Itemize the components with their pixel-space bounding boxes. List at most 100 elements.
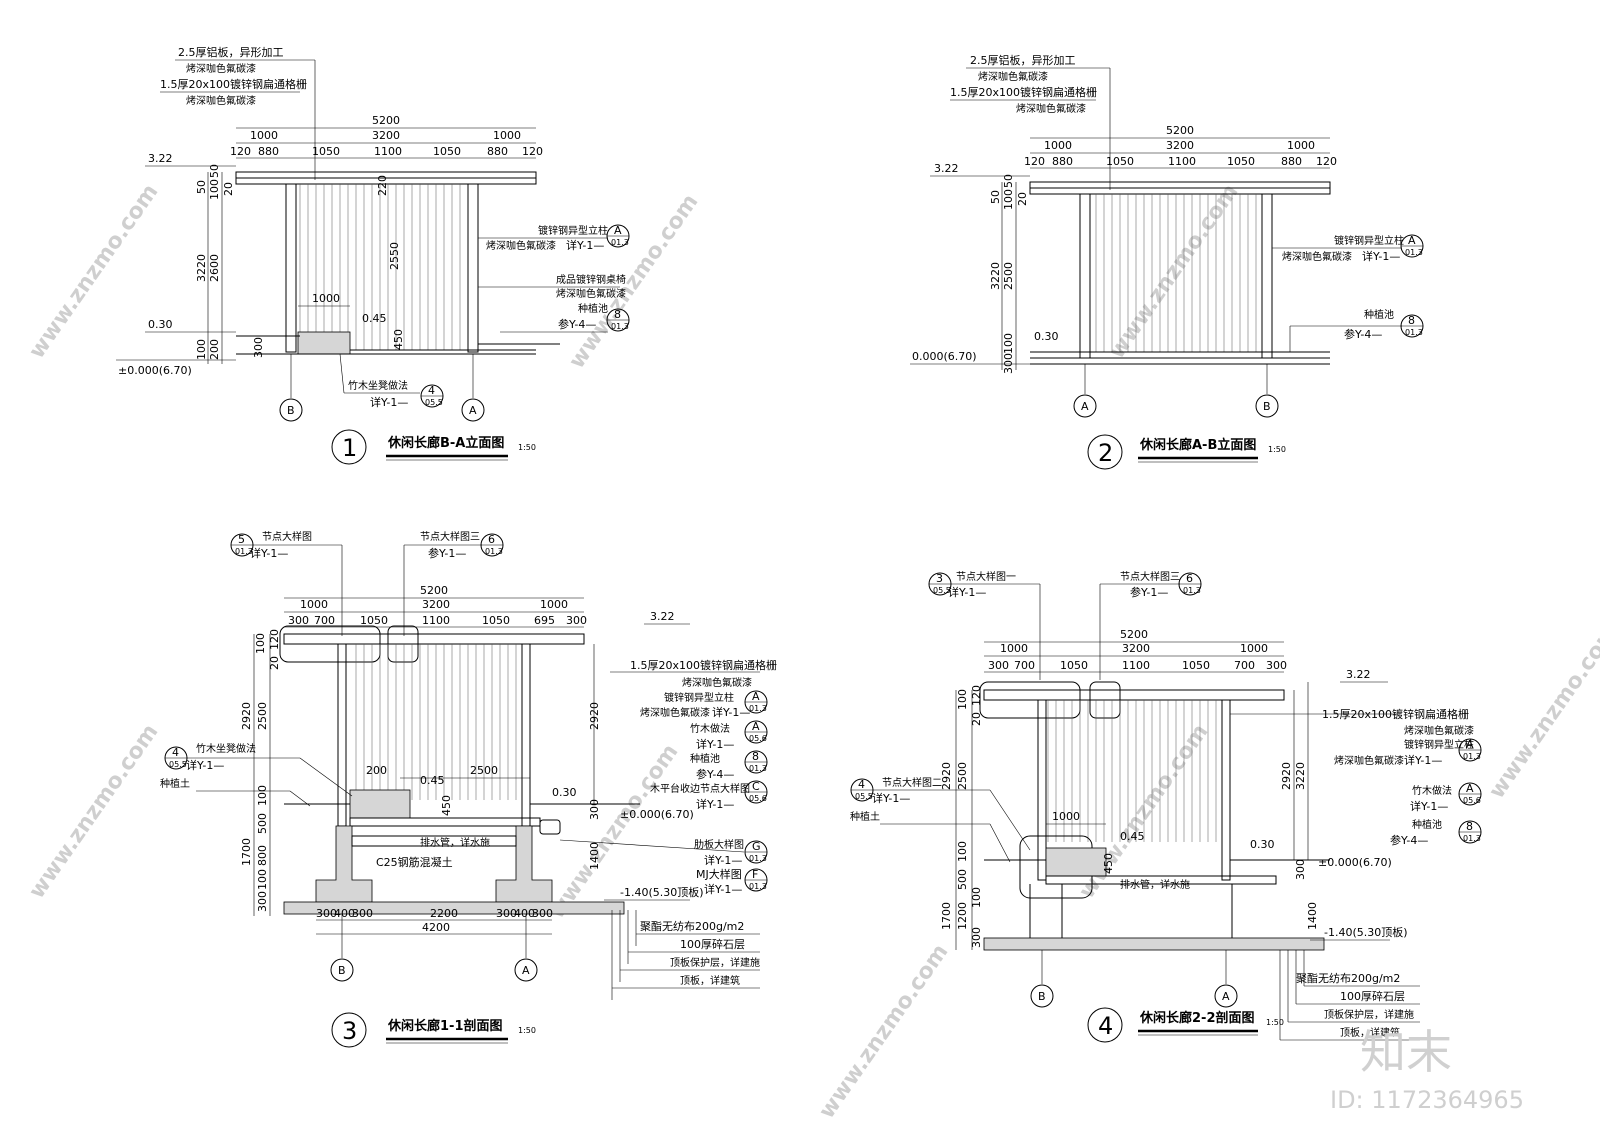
- dimension-text: 1050: [1182, 659, 1210, 672]
- dimension-text: 100: [195, 339, 208, 360]
- note-text: 种植池: [1364, 308, 1394, 321]
- detail-tag-sheet: 05.5: [169, 760, 187, 769]
- dimension-text: 200: [366, 764, 387, 777]
- axis-bubble: [279, 398, 303, 422]
- note-text: 成品镀锌钢桌椅: [556, 273, 626, 286]
- detail-tag-sheet: 01.3: [1183, 586, 1201, 595]
- note-ref: 详Y-1—: [370, 395, 408, 409]
- note-text: MJ大样图: [696, 867, 742, 881]
- drawing-scale: 1:50: [1266, 1018, 1284, 1027]
- dimension-text: 5200: [420, 584, 448, 597]
- concrete-label: C25钢筋混凝土: [376, 855, 453, 869]
- level-text: ±0.000(6.70): [118, 364, 192, 377]
- note-ref: 详Y-1—: [566, 238, 604, 252]
- detail-tag-sheet: 01.3: [749, 882, 767, 891]
- grille: [299, 184, 461, 350]
- drawing-number: 1: [342, 434, 357, 462]
- detail-tag-sheet: 01.3: [749, 764, 767, 773]
- dimension-text: 100: [956, 841, 969, 862]
- dimension-text: 5200: [372, 114, 400, 127]
- detail-tag-sheet: 05.5: [855, 792, 873, 801]
- watermark-text: www.znzmo.com: [24, 180, 163, 364]
- dimension-text: 300: [988, 659, 1009, 672]
- callout-text: 烤深咖色氟碳漆: [186, 94, 256, 107]
- dimension-text: 1000: [493, 129, 521, 142]
- note-ref: 详Y-1—: [712, 705, 750, 719]
- note-ref: 详Y-1—: [704, 853, 742, 867]
- note-text: 镀锌钢异型立柱: [538, 224, 608, 237]
- drawing-scale: 1:50: [518, 443, 536, 452]
- drawing-2-elevation-a-b: 2.5厚铝板，异形加工 烤深咖色氟碳漆 1.5厚20x100镀锌钢扁通格栅 烤深…: [910, 53, 1424, 470]
- note-text: 烤深咖色氟碳漆: [556, 287, 626, 300]
- dimension-text: 700: [314, 614, 335, 627]
- dimension-text: 300: [970, 927, 983, 948]
- dimension-text: 120: [522, 145, 543, 158]
- callout-text: 2.5厚铝板，异形加工: [970, 53, 1076, 67]
- axis-label: B: [338, 964, 346, 977]
- drawing-number-circle: [331, 429, 367, 465]
- dimension-text: 1100: [374, 145, 402, 158]
- dimension-text: 220: [376, 175, 389, 196]
- dimension-text: 1000: [1052, 810, 1080, 823]
- dimension-text: 3220: [989, 262, 1002, 290]
- level-text: -1.40(5.30顶板): [1324, 925, 1408, 939]
- level-text: 0.30: [148, 318, 173, 331]
- dimension-text: 880: [258, 145, 279, 158]
- dimension-text: 300: [532, 907, 553, 920]
- layer-note: 顶板保护层，详建施: [1324, 1008, 1414, 1021]
- brand-watermark: 知末: [1360, 1025, 1452, 1079]
- detail-tag-letter: A: [752, 690, 760, 703]
- level-text: 0.30: [1250, 838, 1275, 851]
- drawing-scale: 1:50: [518, 1026, 536, 1035]
- dimension-text: 120: [970, 685, 983, 706]
- detail-tag-letter: A: [1408, 234, 1416, 247]
- dimension-text: 1050: [312, 145, 340, 158]
- dimension-text: 880: [487, 145, 508, 158]
- detail-tag-sheet: 01.3: [611, 238, 629, 247]
- axis-label: B: [1038, 990, 1046, 1003]
- watermark-text: www.znzmo.com: [1484, 620, 1600, 804]
- dimension-text: 800: [256, 845, 269, 866]
- dimension-text: 1400: [588, 842, 601, 870]
- axis-bubble: [330, 958, 354, 982]
- note-ref: 详Y-1—: [1410, 799, 1448, 813]
- dimension-text: 695: [534, 614, 555, 627]
- dimension-text: 120: [230, 145, 251, 158]
- level-text: 0.30: [1034, 330, 1059, 343]
- axis-bubble: [1255, 394, 1279, 418]
- layer-note: 顶板保护层，详建施: [670, 956, 760, 969]
- detail-tag-number: 6: [1186, 572, 1193, 585]
- dimension-text: 120: [1024, 155, 1045, 168]
- level-text: 0.45: [1120, 830, 1145, 843]
- note-text: 烤深咖色氟碳漆: [640, 706, 710, 719]
- dimension-text: 20: [1016, 192, 1029, 206]
- detail-tag-letter: F: [752, 868, 758, 881]
- dimension-text: 120: [1316, 155, 1337, 168]
- axis-label: B: [1263, 400, 1271, 413]
- dimension-text: 2500: [256, 702, 269, 730]
- note-text: 烤深咖色氟碳漆: [1334, 754, 1404, 767]
- layer-note: 100厚碎石层: [680, 937, 745, 951]
- axis-label: A: [1081, 400, 1089, 413]
- dimension-text: 120: [268, 629, 281, 650]
- layer-note: 聚酯无纺布200g/m2: [1296, 971, 1400, 985]
- note-text: 烤深咖色氟碳漆: [1282, 250, 1352, 263]
- drawing-number-circle: [1087, 1007, 1123, 1043]
- dimension-text: 300: [1266, 659, 1287, 672]
- dimension-text: 1100: [422, 614, 450, 627]
- note-ref: 详Y-1—: [1362, 249, 1400, 263]
- note-ref: 参Y-4—: [1344, 327, 1382, 341]
- dimension-text: 300: [566, 614, 587, 627]
- detail-tag-letter: A: [752, 720, 760, 733]
- detail-tag-number: 6: [488, 533, 495, 546]
- dimension-text: 3220: [1294, 762, 1307, 790]
- detail-tag-sheet: 05.5: [933, 586, 951, 595]
- drawing-1-elevation-b-a: 2.5厚铝板，异形加工 烤深咖色氟碳漆 1.5厚20x100镀锌钢扁通格栅 烤深…: [116, 45, 630, 465]
- dimension-text: 100: [1002, 189, 1015, 210]
- drawing-title: 休闲长廊A-B立面图: [1139, 437, 1256, 453]
- callout-text: 烤深咖色氟碳漆: [978, 70, 1048, 83]
- dimension-text: 200: [208, 339, 221, 360]
- detail-tag-letter: C: [752, 780, 760, 793]
- dimension-text: 300: [252, 337, 265, 358]
